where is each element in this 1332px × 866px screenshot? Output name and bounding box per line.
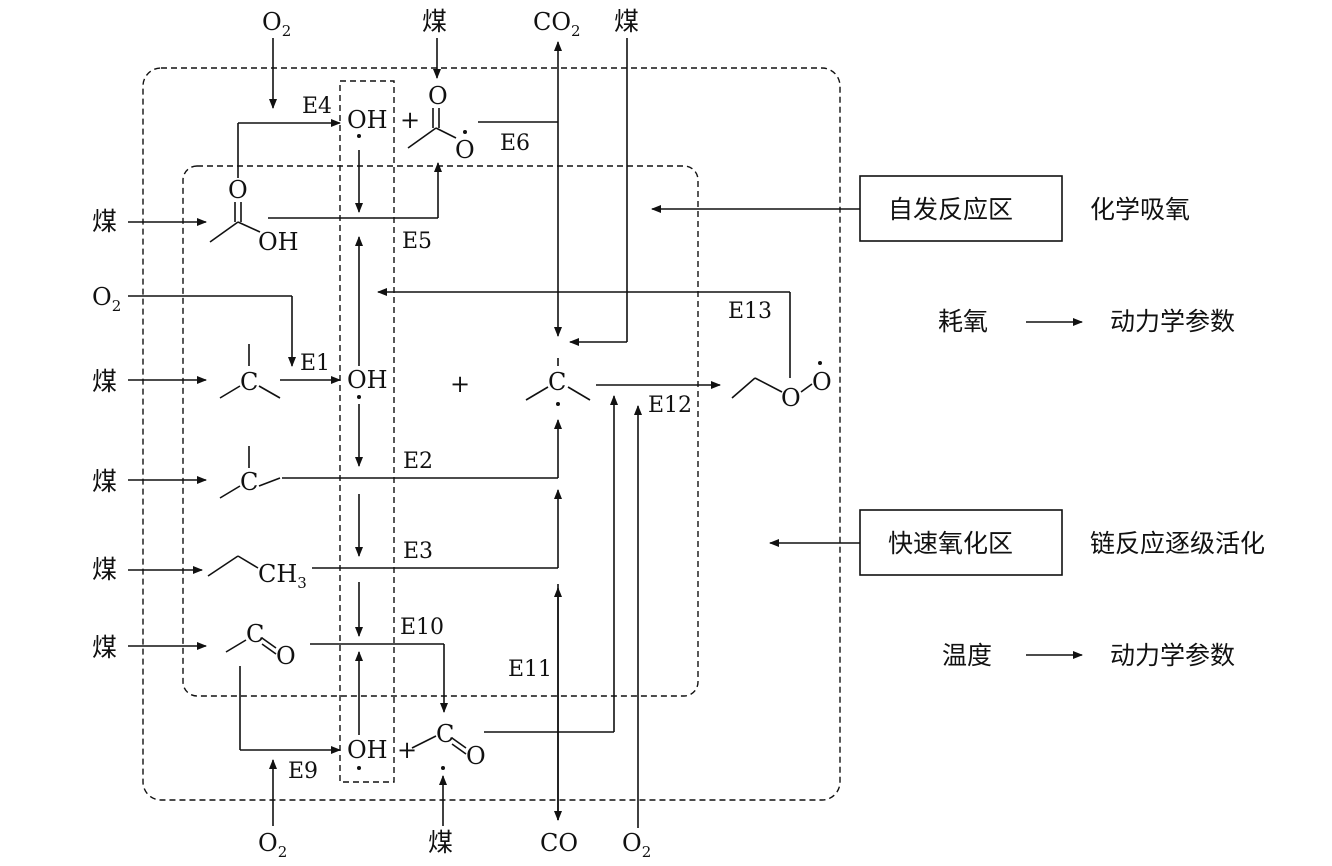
oh-radical-top: OH <box>347 106 388 134</box>
acyloxy-o-top: O <box>428 82 448 110</box>
aldehyde-c: C <box>246 620 264 648</box>
chain-activation-note: 链反应逐级活化 <box>1090 529 1265 558</box>
acyloxy-o-radical: O <box>455 136 475 164</box>
fast-oxidation-zone-box <box>859 509 1063 576</box>
co2-top-label: CO2 <box>533 8 581 40</box>
peroxy-o-2: O <box>812 368 832 396</box>
acid-o-top: O <box>228 176 248 204</box>
e9-label: E9 <box>288 759 318 784</box>
o2-bottom-label-1: O2 <box>258 829 287 861</box>
chemical-absorption-note: 化学吸氧 <box>1090 195 1190 224</box>
e3-label: E3 <box>403 539 433 564</box>
coal-top-label-1: 煤 <box>422 7 447 36</box>
central-c-radical: C <box>548 368 566 396</box>
e6-label: E6 <box>500 131 530 156</box>
e2-label: E2 <box>403 449 433 474</box>
ch3-group: CH3 <box>258 560 307 592</box>
fast-oxidation-zone-label: 快速氧化区 <box>888 529 1013 558</box>
o2-left-label: O2 <box>92 283 121 315</box>
coal-top-label-2: 煤 <box>614 7 639 36</box>
acyl-o: O <box>466 742 486 770</box>
temperature-note: 温度 <box>942 641 992 670</box>
tertiary-c-1: C <box>240 368 258 396</box>
coal-left-2: 煤 <box>92 367 117 396</box>
e11-label: E11 <box>508 657 552 682</box>
co-bottom-label: CO <box>540 829 578 857</box>
spontaneous-zone-box <box>859 175 1063 242</box>
coal-left-5: 煤 <box>92 633 117 662</box>
oh-radical-mid: OH <box>347 366 388 394</box>
e4-label: E4 <box>302 94 332 119</box>
outer-reaction-boundary <box>142 67 841 801</box>
e13-label: E13 <box>728 299 772 324</box>
coal-bottom-label: 煤 <box>428 828 453 857</box>
plus-bottom: + <box>397 736 417 764</box>
coal-left-3: 煤 <box>92 467 117 496</box>
plus-mid: + <box>450 370 470 398</box>
kinetic-params-note-2: 动力学参数 <box>1110 641 1235 670</box>
coal-left-1: 煤 <box>92 207 117 236</box>
o2-bottom-label-2: O2 <box>622 829 651 861</box>
acid-oh: OH <box>258 228 299 256</box>
plus-top: + <box>400 106 420 134</box>
coal-left-4: 煤 <box>92 555 117 584</box>
e1-label: E1 <box>300 351 330 376</box>
e5-label: E5 <box>402 229 432 254</box>
peroxy-o-1: O <box>781 384 801 412</box>
tertiary-c-2: C <box>240 468 258 496</box>
e12-label: E12 <box>648 393 692 418</box>
spontaneous-zone-label: 自发反应区 <box>888 195 1013 224</box>
o2-top-label: O2 <box>262 8 291 40</box>
oxygen-consumption-note: 耗氧 <box>938 307 988 336</box>
aldehyde-o: O <box>276 642 296 670</box>
oh-radical-column <box>339 80 395 783</box>
e10-label: E10 <box>400 615 444 640</box>
oh-radical-bottom: OH <box>347 736 388 764</box>
kinetic-params-note-1: 动力学参数 <box>1110 307 1235 336</box>
acyl-c-radical: C <box>436 720 454 748</box>
